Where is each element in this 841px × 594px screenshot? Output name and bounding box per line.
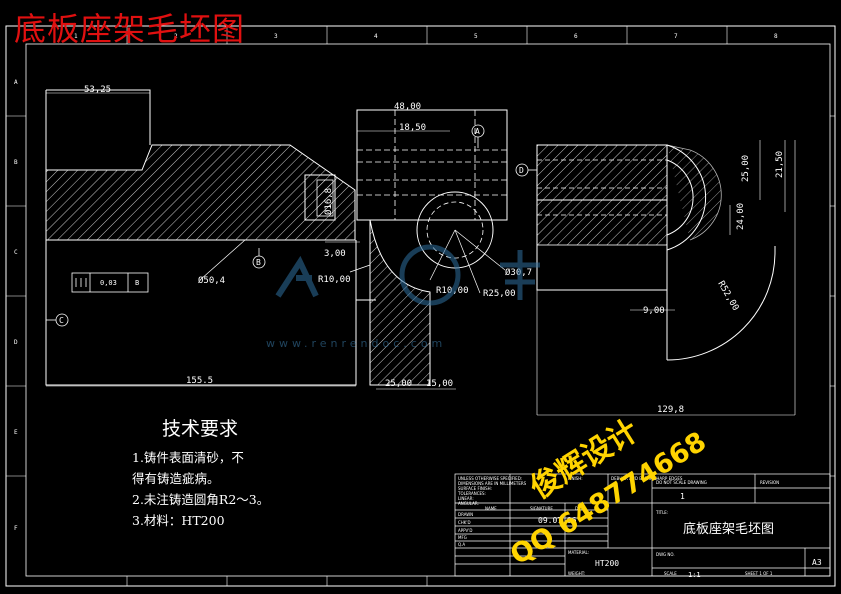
zone-top-5: 5 [474, 33, 478, 40]
site-logo-watermark: www.renrendoc.com [266, 244, 540, 350]
date-label: DATE [575, 506, 586, 511]
dim-53-25: 53,25 [84, 85, 111, 95]
dim-3: 3,00 [324, 249, 346, 259]
tech-line-2: 得有铸造疵病。 [132, 471, 220, 486]
dwg-label: DWG NO. [656, 552, 675, 557]
notes-line-6: ANGULAR: [458, 501, 479, 506]
sheet-size: A3 [812, 558, 822, 567]
drawing-material: HT200 [595, 559, 619, 568]
notes-line-4: TOLERANCES: [457, 491, 486, 496]
no-scale-note: DO NOT SCALE DRAWING [656, 480, 707, 485]
dim-r52: R52,00 [715, 280, 740, 313]
zone-side-d: D [14, 339, 18, 346]
dim-15: 15,00 [426, 379, 453, 389]
zone-top-3: 3 [274, 33, 278, 40]
qa-label: Q.A [458, 542, 465, 547]
material-label: MATERIAL: [568, 550, 589, 555]
zone-top-7: 7 [674, 33, 678, 40]
dim-r10-a: R10,00 [318, 275, 351, 285]
weight-label: WEIGHT: [568, 571, 585, 576]
notes-line-5: LINEAR: [458, 496, 474, 501]
dim-155-5: 155.5 [186, 376, 213, 386]
dim-25-vert: 25,00 [741, 155, 751, 182]
feature-control-frame [71, 272, 149, 293]
fcf-datum-b: B [135, 279, 139, 287]
drawing-date: 09.07.06 [538, 516, 577, 525]
notes-line-2: DIMENSIONS ARE IN MILLIMETERS [458, 481, 527, 486]
datum-d-label: D [519, 166, 524, 175]
tech-line-1: 1.铸件表面清砂，不 [132, 450, 244, 465]
drawing-title: 底板座架毛坯图 [683, 521, 774, 537]
dim-dia-16-8: Ø16,8 [323, 188, 334, 215]
sheet-of: SHEET 1 OF 1 [745, 571, 773, 576]
dim-21-5: 21,50 [775, 151, 785, 178]
tolerance-value: 0,03 [100, 279, 117, 287]
appvd-label: APPV'D [458, 528, 472, 533]
title-label: TITLE: [655, 510, 668, 515]
zone-side-e: E [14, 429, 18, 436]
dimension-lines [46, 92, 795, 416]
logo-site-text: www.renrendoc.com [266, 337, 446, 350]
zone-side-a: A [14, 79, 18, 86]
notes-line-3: SURFACE FINISH: [458, 486, 492, 491]
drawn-label: DRAWN [458, 512, 473, 517]
dim-dia-50-4: Ø50,4 [198, 275, 225, 286]
zone-top-2: 2 [174, 33, 178, 40]
technical-requirements: 技术要求 1.铸件表面清砂，不 得有铸造疵病。 2.未注铸造圆角R2～3。 3.… [132, 414, 269, 531]
dim-48: 48,00 [394, 102, 421, 112]
side-view [536, 140, 796, 415]
outer-border [5, 25, 836, 587]
tech-requirements-heading: 技术要求 [162, 418, 239, 440]
page-title-watermark: 底板座架毛坯图 [14, 10, 246, 48]
signature-label: SIGNATURE [530, 506, 553, 511]
finish-label: FINISH: [568, 476, 583, 481]
inner-border [25, 43, 831, 577]
notes-line-1: UNLESS OTHERWISE SPECIFIED: [458, 476, 522, 481]
revision-label: REVISION [760, 480, 779, 485]
main-section-view [45, 89, 508, 386]
zone-top-8: 8 [774, 33, 778, 40]
mfg-label: MFG [458, 535, 467, 540]
name-label: NAME [485, 506, 497, 511]
zone-side-f: F [14, 525, 18, 532]
datum-c-label: C [59, 316, 64, 325]
sheet-number: 1 [680, 492, 685, 501]
dim-25: 25,00 [385, 379, 412, 389]
tech-line-3: 2.未注铸造圆角R2～3。 [132, 492, 270, 507]
zone-top-4: 4 [374, 33, 378, 40]
dim-24: 24,00 [736, 203, 746, 230]
datum-a-label: A [475, 127, 480, 136]
zone-top-1: 1 [74, 33, 78, 40]
zone-side-c: C [14, 249, 18, 256]
datum-b-label: B [256, 258, 261, 267]
zone-side-b: B [14, 159, 18, 166]
deburr-note: DEBURR AND BREAK SHARP EDGES [611, 476, 683, 481]
drawing-scale: 1:1 [688, 571, 701, 579]
chkd-label: CHK'D [458, 520, 471, 525]
scale-label: SCALE [664, 571, 677, 576]
tech-line-4: 3.材料：HT200 [132, 513, 225, 528]
dim-9: 9,00 [643, 306, 665, 316]
dim-r25: R25,00 [483, 289, 516, 299]
zone-top-6: 6 [574, 33, 578, 40]
dim-18-5: 18,50 [399, 123, 426, 133]
title-block [454, 473, 831, 577]
dim-129-8: 129,8 [657, 405, 684, 415]
zone-ticks [6, 26, 835, 586]
